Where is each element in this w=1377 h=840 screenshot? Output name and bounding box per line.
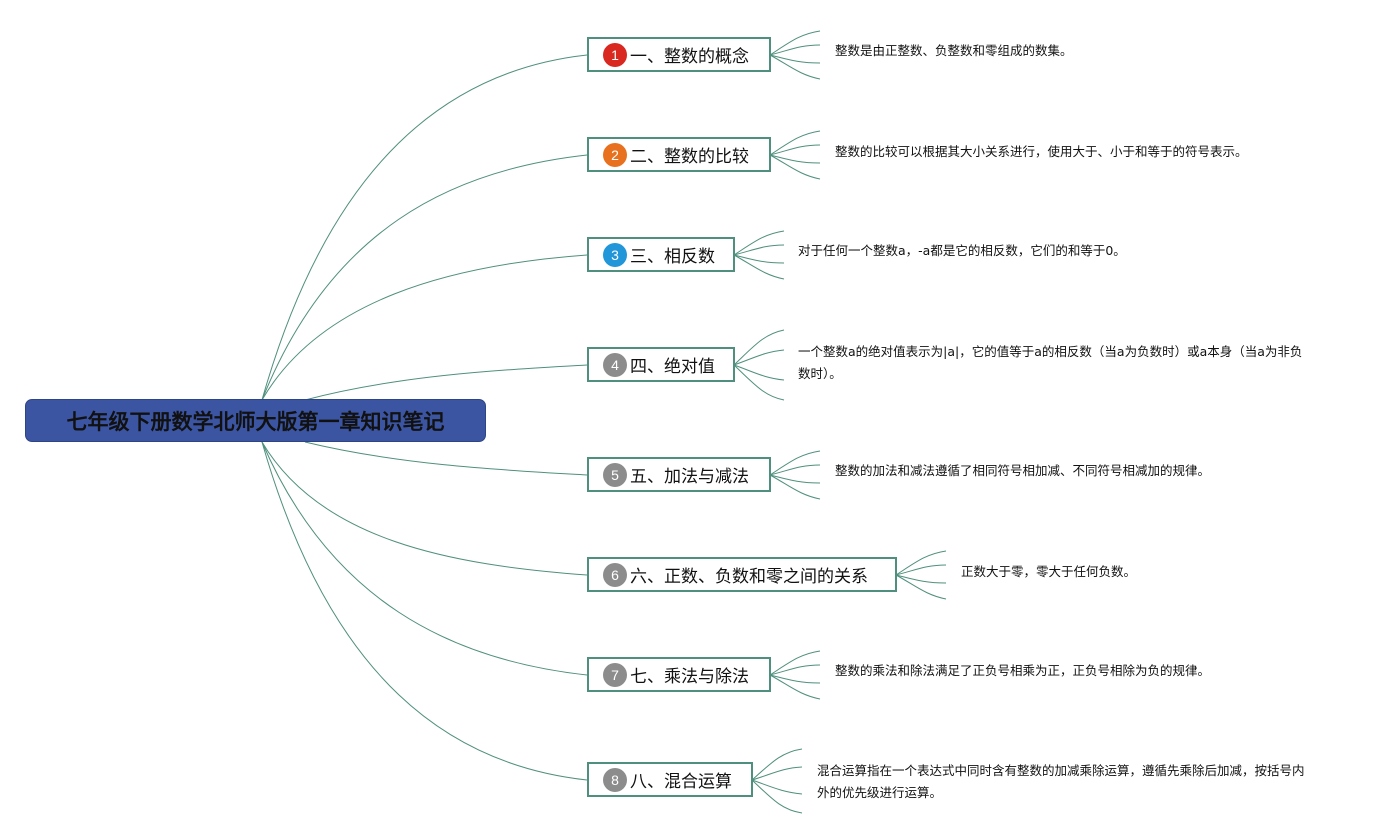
number-badge-8: 8 — [603, 767, 627, 792]
central-topic-title: 七年级下册数学北师大版第一章知识笔记 — [66, 409, 445, 434]
central-topic[interactable]: 七年级下册数学北师大版第一章知识笔记 — [25, 399, 486, 442]
topic-label: 八、混合运算 — [630, 772, 732, 792]
number-badge-6: 6 — [603, 562, 627, 587]
subtopic-note-2[interactable]: 整数的比较可以根据其大小关系进行，使用大于、小于和等于的符号表示。 — [835, 144, 1248, 159]
topic-label: 七、乘法与除法 — [630, 667, 749, 687]
topic-opposite-numbers[interactable]: 3 三、相反数 — [587, 237, 735, 272]
topic-integer-comparison[interactable]: 2 二、整数的比较 — [587, 137, 771, 172]
number-badge-4: 4 — [603, 352, 627, 377]
subtopic-note-6[interactable]: 正数大于零，零大于任何负数。 — [961, 564, 1137, 579]
topic-mixed-operations[interactable]: 8 八、混合运算 — [587, 762, 753, 797]
number-badge-7: 7 — [603, 662, 627, 687]
subtopic-note-5[interactable]: 整数的加法和减法遵循了相同符号相加减、不同符号相减加的规律。 — [835, 463, 1211, 478]
topic-label: 五、加法与减法 — [630, 467, 749, 487]
subtopic-note-1[interactable]: 整数是由正整数、负整数和零组成的数集。 — [835, 43, 1073, 58]
topic-label: 一、整数的概念 — [630, 47, 749, 67]
number-badge-5: 5 — [603, 462, 627, 487]
topic-label: 四、绝对值 — [630, 357, 715, 377]
subtopic-note-3[interactable]: 对于任何一个整数a，-a都是它的相反数，它们的和等于0。 — [798, 243, 1126, 258]
topic-label: 二、整数的比较 — [630, 147, 749, 167]
number-badge-2: 2 — [603, 142, 627, 167]
subtopic-note-8[interactable]: 混合运算指在一个表达式中同时含有整数的加减乘除运算，遵循先乘除后加减，按括号内外… — [817, 763, 1305, 800]
number-badge-3: 3 — [603, 242, 627, 267]
subtopic-note-4[interactable]: 一个整数a的绝对值表示为|a|，它的值等于a的相反数（当a为负数时）或a本身（当… — [798, 344, 1303, 381]
subtopic-note-7[interactable]: 整数的乘法和除法满足了正负号相乘为正，正负号相除为负的规律。 — [835, 663, 1211, 678]
topic-label: 六、正数、负数和零之间的关系 — [630, 567, 868, 587]
topic-addition-subtraction[interactable]: 5 五、加法与减法 — [587, 457, 771, 492]
topic-sign-relationships[interactable]: 6 六、正数、负数和零之间的关系 — [587, 557, 897, 592]
topic-absolute-value[interactable]: 4 四、绝对值 — [587, 347, 735, 382]
topic-integer-concept[interactable]: 1 一、整数的概念 — [587, 37, 771, 72]
topic-multiplication-division[interactable]: 7 七、乘法与除法 — [587, 657, 771, 692]
topic-label: 三、相反数 — [630, 247, 715, 267]
number-badge-1: 1 — [603, 42, 627, 67]
